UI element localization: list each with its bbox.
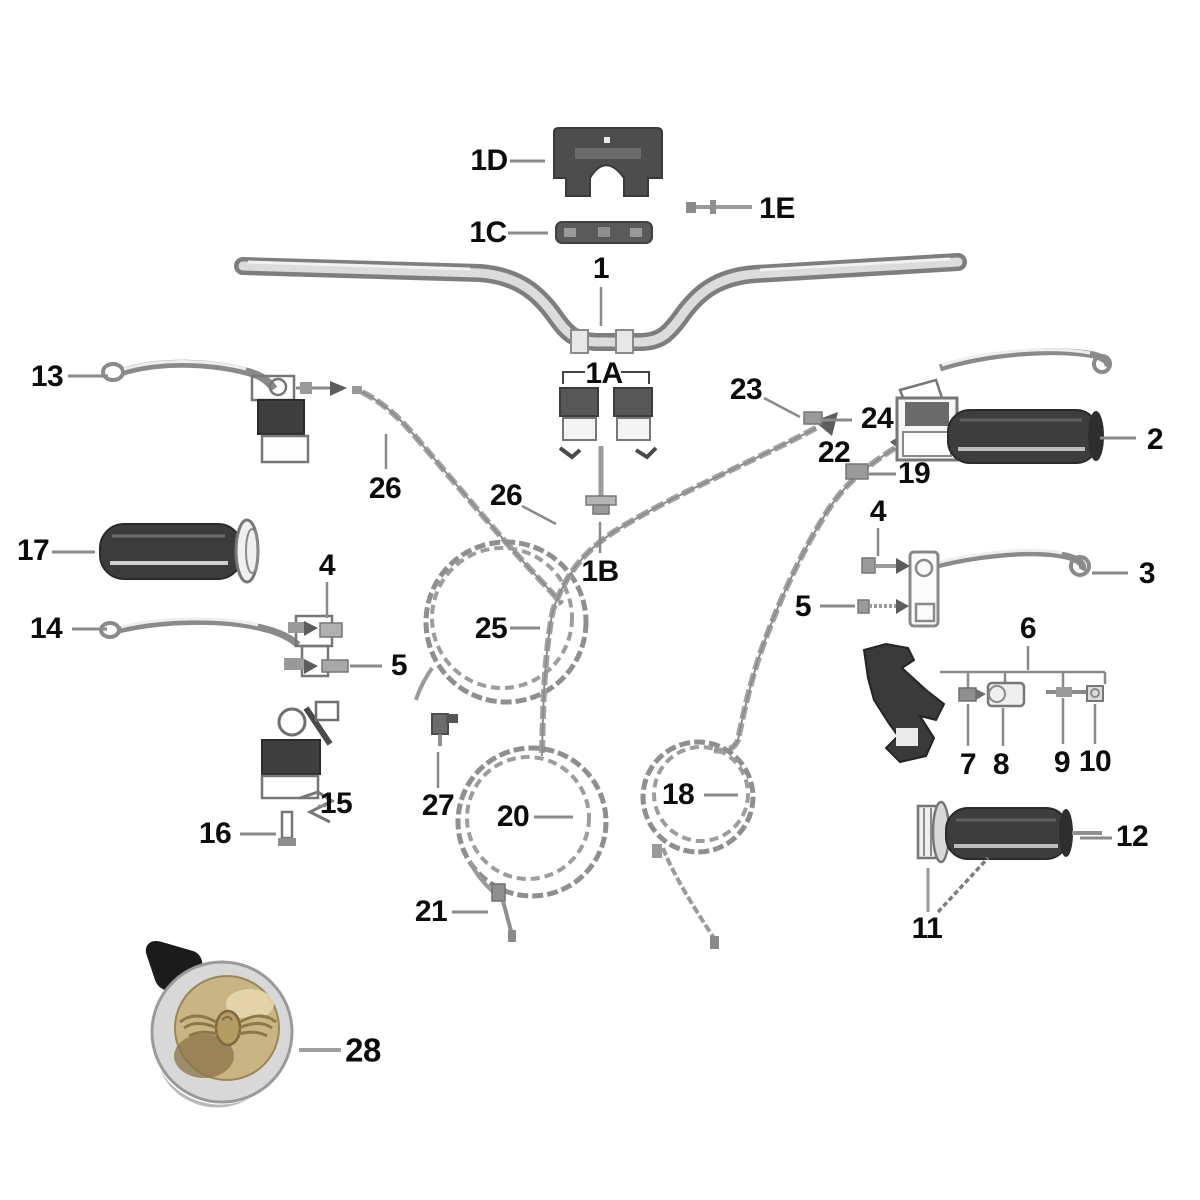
part-label-13: 13 [30, 360, 64, 393]
lever-bracket-15-drawing [260, 700, 340, 824]
part-label-3: 3 [1138, 557, 1156, 590]
cable-coil-25-drawing [414, 539, 589, 705]
part-label-9: 9 [1053, 746, 1071, 779]
leader-lines [52, 159, 1136, 1052]
part-label-23: 23 [729, 373, 763, 406]
part-label-16: 16 [198, 817, 232, 850]
part-label-18: 18 [661, 778, 695, 811]
part-label-5-right: 5 [794, 590, 812, 623]
cable-coil-18-drawing [640, 739, 756, 949]
part-label-10: 10 [1078, 745, 1112, 778]
thumb-lever-6-drawing [862, 642, 1107, 764]
part-label-8: 8 [992, 748, 1010, 781]
part-label-26-mid: 26 [489, 479, 523, 512]
front-brake-cable-drawing [360, 389, 565, 606]
part-label-6: 6 [1019, 612, 1037, 645]
part-label-14: 14 [29, 612, 63, 645]
throttle-grip-12-drawing [916, 800, 1102, 864]
part-label-25: 25 [474, 612, 508, 645]
nut-10-drawing [1086, 685, 1104, 702]
part-label-1: 1 [592, 252, 610, 285]
bolt-5-right-drawing [857, 599, 909, 614]
part-label-4-right: 4 [869, 495, 887, 528]
part-label-15: 15 [319, 787, 353, 820]
part-label-12: 12 [1115, 820, 1149, 853]
part-label-11: 11 [911, 912, 943, 945]
part-label-2: 2 [1146, 423, 1164, 456]
right-lever-3-drawing [908, 548, 1091, 628]
part-label-28: 28 [345, 1031, 381, 1069]
part-label-24: 24 [860, 402, 894, 435]
part-label-27: 27 [421, 789, 455, 822]
clamp-cover-drawing [553, 127, 663, 197]
right-lever-grip-drawing [895, 348, 1112, 464]
bolt-4-right-drawing [861, 557, 910, 574]
throttle-tube-11-drawing [926, 856, 990, 914]
clamp-plate-drawing [555, 221, 653, 244]
bell-drawing [145, 940, 294, 1108]
pin-16-drawing [278, 810, 296, 846]
part-label-4-left: 4 [318, 549, 336, 582]
part-label-17: 17 [16, 534, 50, 567]
part-label-5-left: 5 [390, 649, 408, 682]
bolt-1e-drawing [686, 200, 752, 214]
bell-emblem-icon [179, 1009, 277, 1047]
sleeve-8-drawing [986, 681, 1026, 708]
part-label-20: 20 [496, 800, 530, 833]
clamp-27-drawing [431, 713, 458, 746]
cable-coil-20-drawing [455, 745, 609, 942]
part-label-1b: 1B [581, 555, 619, 588]
pin-9-drawing [1046, 687, 1086, 697]
left-lever-drawing [99, 614, 349, 678]
part-label-1e: 1E [759, 192, 795, 225]
part-label-21: 21 [414, 895, 448, 928]
left-grip-drawing [99, 518, 260, 584]
part-label-19: 19 [897, 457, 931, 490]
part-label-1c: 1C [469, 216, 507, 249]
part-label-1a: 1A [585, 357, 623, 390]
part-label-22: 22 [817, 436, 851, 469]
rear-brake-cable-drawing [539, 411, 838, 757]
bolt-7-drawing [958, 687, 986, 702]
handlebar-drawing [234, 253, 967, 354]
bolt-1b-drawing [585, 446, 617, 515]
part-label-26-left: 26 [368, 472, 402, 505]
left-brake-lever-drawing [101, 359, 362, 464]
clamps-1a-drawing [558, 371, 658, 460]
part-label-1d: 1D [470, 144, 508, 177]
part-label-7: 7 [959, 748, 977, 781]
